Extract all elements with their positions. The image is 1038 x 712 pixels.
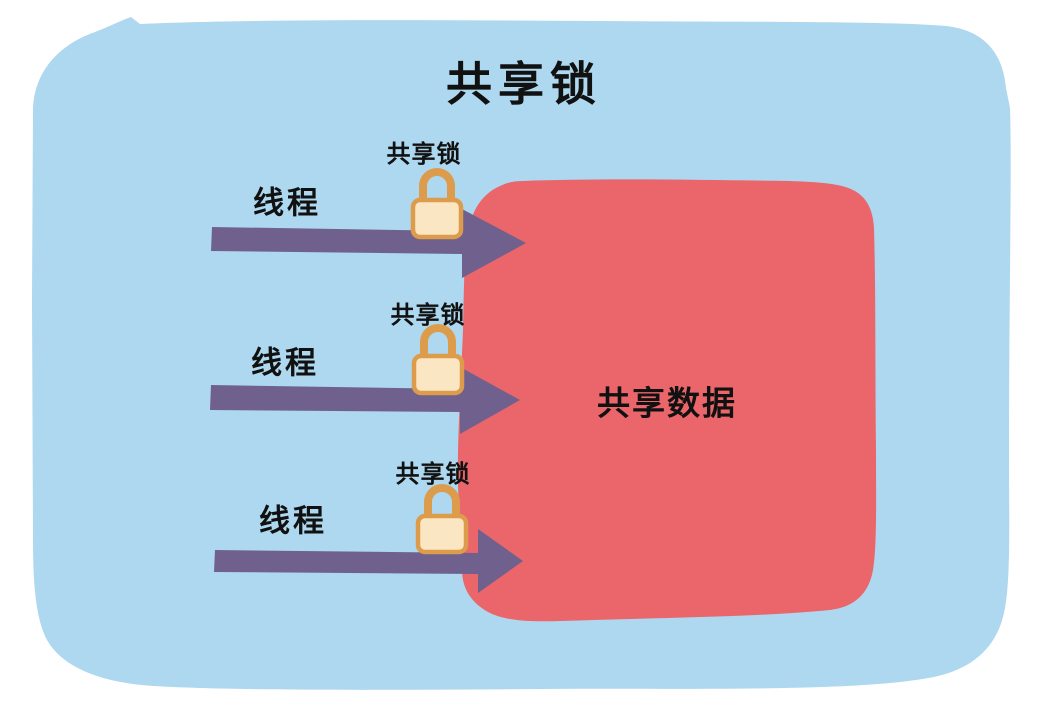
thread-label-1: 线程 — [253, 185, 321, 221]
thread-label-3: 线程 — [259, 503, 327, 539]
lock-label-3: 共享锁 — [395, 461, 471, 488]
shared-data-box — [457, 179, 877, 622]
thread-arrow-1 — [211, 209, 526, 278]
shared-lock-icon-3 — [415, 484, 469, 555]
lock-body-icon — [415, 513, 469, 555]
thread-label-2: 线程 — [251, 345, 319, 381]
diagram-title: 共享锁 — [446, 58, 602, 110]
lock-shackle-icon — [424, 484, 460, 522]
lock-label-1: 共享锁 — [386, 141, 462, 168]
lock-label-2: 共享锁 — [390, 302, 466, 329]
shared-lock-icon-2 — [411, 324, 465, 396]
thread-arrow-2 — [210, 367, 520, 434]
shared-lock-icon-1 — [410, 168, 464, 240]
lock-body-icon — [410, 197, 464, 240]
lock-shackle-icon — [419, 168, 455, 206]
thread-arrow-3 — [214, 529, 523, 593]
lock-body-icon — [411, 353, 465, 396]
lock-shackle-icon — [420, 324, 456, 362]
shared-data-label: 共享数据 — [597, 384, 737, 422]
